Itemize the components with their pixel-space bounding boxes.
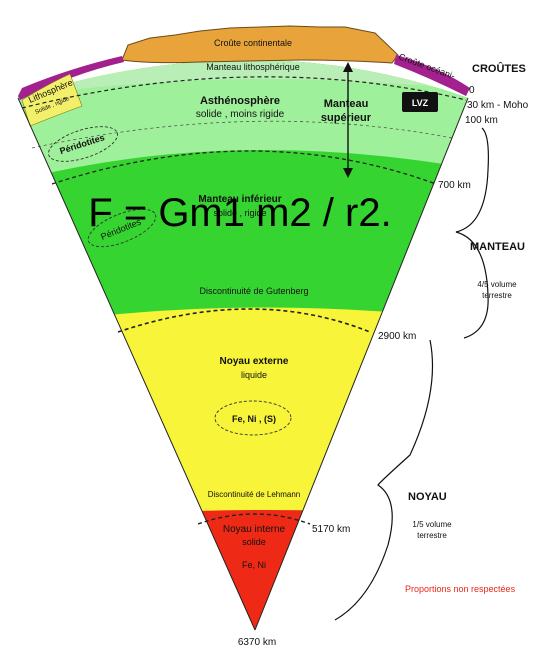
- asthenosphere-label: Asthénosphère: [200, 95, 280, 107]
- lithosphere-base-line: [21, 76, 467, 109]
- depth-30-label: 30 km - Moho: [467, 100, 529, 111]
- depth-5170-label: 5170 km: [312, 524, 350, 535]
- depth-100-label: 100 km: [465, 115, 498, 126]
- depth-6370-label: 6370 km: [238, 637, 276, 648]
- proportions-note: Proportions non respectées: [405, 584, 516, 594]
- lvz-box: [402, 92, 438, 112]
- continental-crust-layer: [121, 25, 399, 64]
- upper-mantle-arrow-head-bottom: [343, 168, 353, 178]
- gutenberg-line: [117, 308, 371, 333]
- lvz-label: LVZ: [412, 98, 429, 108]
- core-brace: [334, 339, 434, 621]
- depth-2900-label: 2900 km: [378, 331, 416, 342]
- depth-0-label: 0: [469, 85, 475, 96]
- mantle-group-label: MANTEAU: [470, 241, 525, 253]
- inner-core-label: Noyau interne: [223, 524, 286, 535]
- wedge-outline: [17, 97, 469, 631]
- core-share-line2: terrestre: [417, 531, 447, 540]
- oceanic-crust-left: [18, 56, 124, 100]
- upper-mantle-layer: [18, 60, 468, 185]
- outer-core-composition-ellipse: [214, 400, 292, 436]
- peridotites-lower-ellipse: [87, 208, 157, 248]
- mantle-brace: [455, 127, 489, 339]
- continental-crust-label: Croûte continentale: [214, 38, 292, 48]
- lower-mantle-label: Manteau inférieur: [198, 194, 281, 205]
- mantle-share-line1: 4/5 volume: [477, 280, 517, 289]
- outer-core-label: Noyau externe: [220, 356, 289, 367]
- overlay-formula: F = Gm1 m2 / r2.: [88, 191, 391, 235]
- core-group-label: NOYAU: [408, 491, 447, 503]
- asthenosphere-sub-label: solide , moins rigide: [196, 109, 285, 120]
- outer-core-sub-label: liquide: [241, 370, 267, 380]
- asthenosphere-base-line: [31, 120, 453, 149]
- peridotites-upper-ellipse: [48, 126, 118, 162]
- core-share-line1: 1/5 volume: [412, 520, 452, 529]
- lithosphere-patch: [21, 73, 83, 127]
- lehmann-line: [197, 513, 311, 525]
- inner-core-composition-label: Fe, Ni: [242, 560, 266, 570]
- lithospheric-mantle-label: Manteau lithosphérique: [206, 62, 300, 72]
- inner-core-sub-label: solide: [242, 537, 266, 547]
- oceanic-crust-right: [394, 55, 470, 96]
- gutenberg-label: Discontinuité de Gutenberg: [199, 286, 308, 296]
- mantle-share-line2: terrestre: [482, 291, 512, 300]
- crusts-group-label: CROÛTES: [472, 62, 526, 75]
- outer-core-composition-label: Fe, Ni , (S): [232, 414, 276, 424]
- upper-mantle-arrow-head-top: [343, 62, 353, 72]
- upper-mantle-label-line1: Manteau: [324, 98, 369, 110]
- lower-mantle-sub-label: solide , rigide: [213, 208, 266, 218]
- lehmann-label: Discontinuité de Lehmann: [208, 490, 301, 499]
- upper-mantle-label-line2: supérieur: [321, 112, 372, 124]
- depth-700-label: 700 km: [438, 180, 471, 191]
